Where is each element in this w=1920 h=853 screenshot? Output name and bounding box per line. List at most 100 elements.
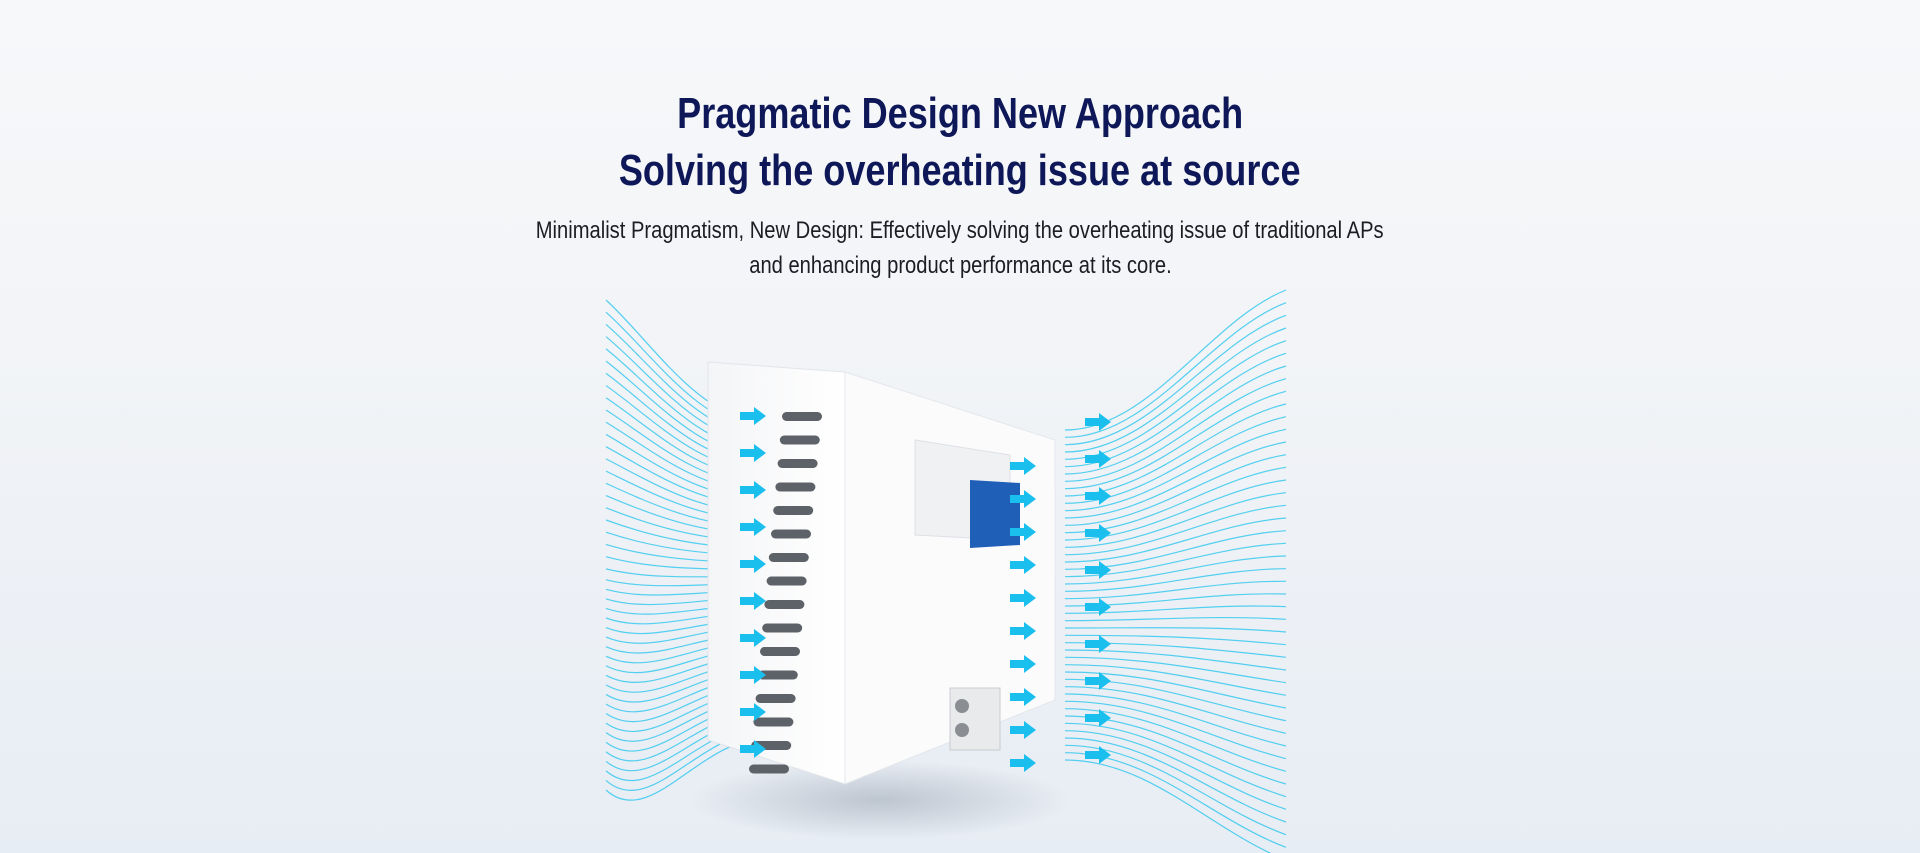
airflow-line <box>1064 649 1287 671</box>
airflow-line <box>1064 616 1287 622</box>
vent-slot <box>753 717 794 727</box>
vent-slot <box>766 576 807 586</box>
airflow-line <box>1064 656 1287 684</box>
arrow-icon <box>1010 655 1036 673</box>
headline-text-2: Solving the overheating issue at source <box>619 146 1301 195</box>
airflow-line <box>1064 542 1287 578</box>
headline-line-1: Pragmatic Design New Approach <box>0 89 1920 139</box>
airflow-line <box>1064 340 1287 460</box>
vent-slot <box>764 600 805 609</box>
description-line-1: Minimalist Pragmatism, New Design: Effec… <box>0 214 1920 248</box>
airflow-line <box>1064 744 1287 836</box>
arrow-icon <box>1010 688 1036 706</box>
vent-slot <box>762 623 803 633</box>
vent-slot <box>757 670 798 680</box>
airflow-line <box>1064 693 1287 747</box>
airflow-line <box>1064 700 1287 760</box>
arrow-icon <box>1085 635 1111 653</box>
arrow-icon <box>1010 556 1036 574</box>
airflow-line <box>1064 730 1287 810</box>
airflow-line <box>1064 492 1287 548</box>
airflow-line <box>1064 416 1287 504</box>
airflow-line <box>1064 568 1287 592</box>
arrow-icon <box>1010 589 1036 607</box>
arrow-icon <box>1085 487 1111 505</box>
arrow-icon <box>1010 457 1036 475</box>
airflow-line <box>1064 428 1287 512</box>
arrow-icon <box>740 518 766 536</box>
arrow-icon <box>740 740 766 758</box>
access-point-device <box>707 361 1056 785</box>
arrow-icon <box>740 481 766 499</box>
arrow-icon <box>1085 450 1111 468</box>
airflow-line <box>1064 686 1287 734</box>
arrow-icon <box>1010 523 1036 541</box>
arrow-icon <box>1085 524 1111 542</box>
vent-slot <box>775 482 816 492</box>
airflow-line <box>1064 504 1287 556</box>
arrow-icon <box>740 444 766 462</box>
headline-text-1: Pragmatic Design New Approach <box>676 89 1244 138</box>
airflow-line <box>1064 314 1287 446</box>
airflow-arrows <box>740 407 1111 772</box>
vent-slot <box>782 412 822 421</box>
airflow-line <box>1064 403 1287 497</box>
vent-slot <box>768 553 809 562</box>
airflow-line <box>1064 605 1287 614</box>
vent-slot <box>771 529 811 539</box>
arrow-icon <box>1085 746 1111 764</box>
vent-slot <box>760 647 800 656</box>
arrow-icon <box>1010 721 1036 739</box>
device-shadow <box>690 760 1070 840</box>
vent-slot <box>779 435 820 445</box>
airflow-line <box>1064 722 1287 798</box>
arrow-icon <box>1010 622 1036 640</box>
vent-slot <box>749 764 789 774</box>
airflow-line <box>1064 441 1287 519</box>
description-text-2: and enhancing product performance at its… <box>748 252 1172 279</box>
airflow-line <box>1064 634 1287 646</box>
airflow-line <box>1064 627 1287 633</box>
airflow-line <box>1064 752 1287 848</box>
airflow-line <box>1064 454 1287 526</box>
airflow-line <box>1064 365 1287 475</box>
description-line-2: and enhancing product performance at its… <box>0 249 1920 283</box>
airflow-line <box>1064 479 1287 541</box>
airflow-line <box>1064 759 1272 853</box>
airflow-line <box>1064 378 1287 482</box>
airflow-line <box>1064 580 1287 600</box>
arrow-icon <box>740 592 766 610</box>
arrow-icon <box>740 666 766 684</box>
airflow-line <box>1064 517 1287 563</box>
airflow-lines-right <box>1064 289 1287 853</box>
airflow-line <box>1064 302 1287 438</box>
terminal-block <box>949 687 1001 751</box>
airflow-line <box>1064 708 1287 772</box>
airflow-line <box>1064 671 1287 709</box>
headline-line-2: Solving the overheating issue at source <box>0 146 1920 196</box>
terminal-screw <box>955 723 969 737</box>
arrow-icon <box>1010 754 1036 772</box>
arrow-icon <box>1085 598 1111 616</box>
airflow-line <box>1064 390 1287 490</box>
airflow-line <box>1064 555 1287 585</box>
arrow-icon <box>1085 672 1111 690</box>
vent-slots <box>749 412 822 774</box>
arrow-icon <box>1010 490 1036 508</box>
arrow-icon <box>1085 709 1111 727</box>
vent-slot <box>755 694 796 703</box>
ethernet-port <box>970 480 1020 548</box>
arrow-icon <box>740 555 766 573</box>
arrow-icon <box>740 629 766 647</box>
arrow-icon <box>1085 413 1111 431</box>
airflow-line <box>1064 664 1287 696</box>
description-text-1: Minimalist Pragmatism, New Design: Effec… <box>536 217 1384 244</box>
vent-slot <box>777 459 818 468</box>
airflow-line <box>1064 737 1287 823</box>
airflow-line <box>1064 327 1287 453</box>
vent-slot <box>773 506 814 515</box>
arrow-icon <box>740 407 766 425</box>
terminal-screw <box>955 699 969 713</box>
arrow-icon <box>740 703 766 721</box>
